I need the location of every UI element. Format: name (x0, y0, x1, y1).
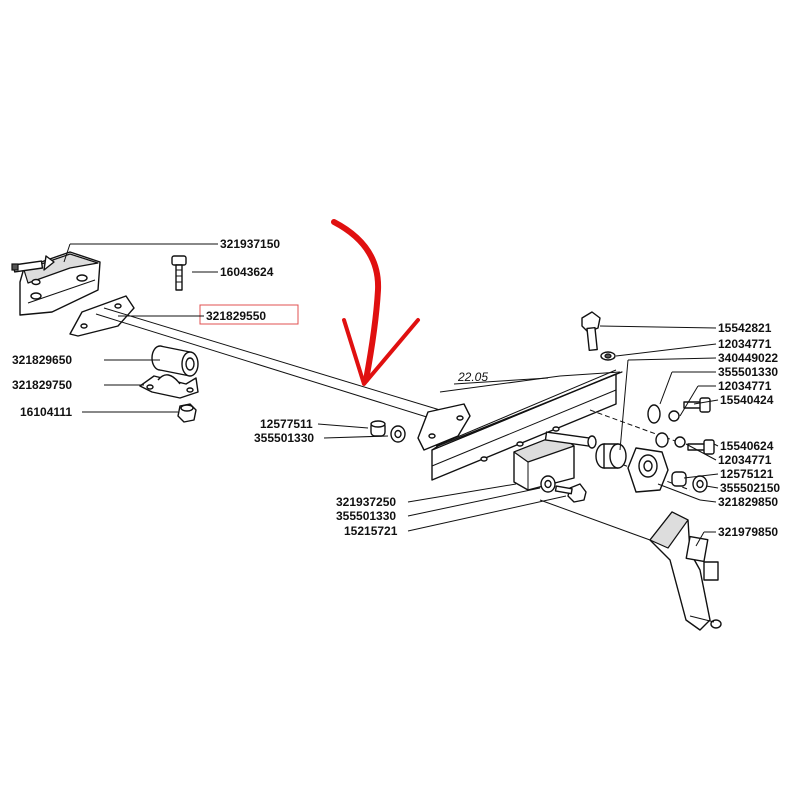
label-321829850: 321829850 (718, 495, 778, 509)
bushing-12577511 (370, 420, 386, 437)
clamp-321829750 (139, 374, 199, 399)
bolt-15540424 (683, 397, 711, 413)
washer-355501330-left (390, 425, 406, 443)
label-321829650: 321829650 (12, 353, 72, 367)
washer-12034771-mid (668, 410, 680, 422)
label-321829750: 321829750 (12, 378, 72, 392)
suspension-arm-321979850 (539, 499, 722, 631)
red-indicator-arrow (331, 219, 420, 386)
label-12034771-mid: 12034771 (718, 379, 772, 393)
label-16043624: 16043624 (220, 265, 274, 279)
label-355502150: 355502150 (720, 481, 780, 495)
washer-355502150 (692, 475, 708, 493)
support-bracket-321829850 (627, 447, 669, 493)
washer-12034771-top (600, 351, 616, 361)
rubber-bushing-340449022 (595, 443, 627, 469)
bolt-15542821 (581, 311, 601, 352)
mount-plate-321937250 (513, 431, 597, 491)
stabilizer-bar (69, 295, 471, 451)
label-340449022: 340449022 (718, 351, 778, 365)
label-12575121: 12575121 (720, 467, 774, 481)
highlight-box (199, 304, 299, 325)
label-12034771-top: 12034771 (718, 337, 772, 351)
label-355501330-left: 355501330 (254, 431, 314, 445)
washer-355501330-lower (540, 475, 556, 493)
label-12577511: 12577511 (260, 417, 313, 431)
bushing-321829650 (151, 345, 199, 377)
label-355501330-right: 355501330 (718, 365, 778, 379)
label-15215721: 15215721 (344, 524, 398, 538)
label-15542821: 15542821 (718, 321, 772, 335)
label-321829550: 321829550 (206, 309, 266, 323)
bolt-15215721 (554, 483, 587, 503)
label-12034771-low: 12034771 (718, 453, 772, 467)
label-15540424: 15540424 (720, 393, 774, 407)
label-15540624: 15540624 (720, 439, 774, 453)
part-labels: 321937150 16043624 321829550 321829650 3… (12, 237, 780, 539)
washer-pair-lower (655, 432, 686, 448)
label-16104111: 16104111 (20, 405, 72, 419)
label-355501330-lower: 355501330 (336, 509, 396, 523)
bushing-12575121 (671, 471, 687, 487)
label-22-05: 22.05 (457, 370, 488, 384)
label-321937150: 321937150 (220, 237, 280, 251)
left-mounting-bracket (11, 251, 101, 316)
label-321937250: 321937250 (336, 495, 396, 509)
label-321979850: 321979850 (718, 525, 778, 539)
nut-16104111 (177, 403, 197, 423)
leader-lines (63, 243, 719, 547)
bolt-16043624 (171, 255, 187, 291)
washer-355501330-right (647, 404, 661, 424)
